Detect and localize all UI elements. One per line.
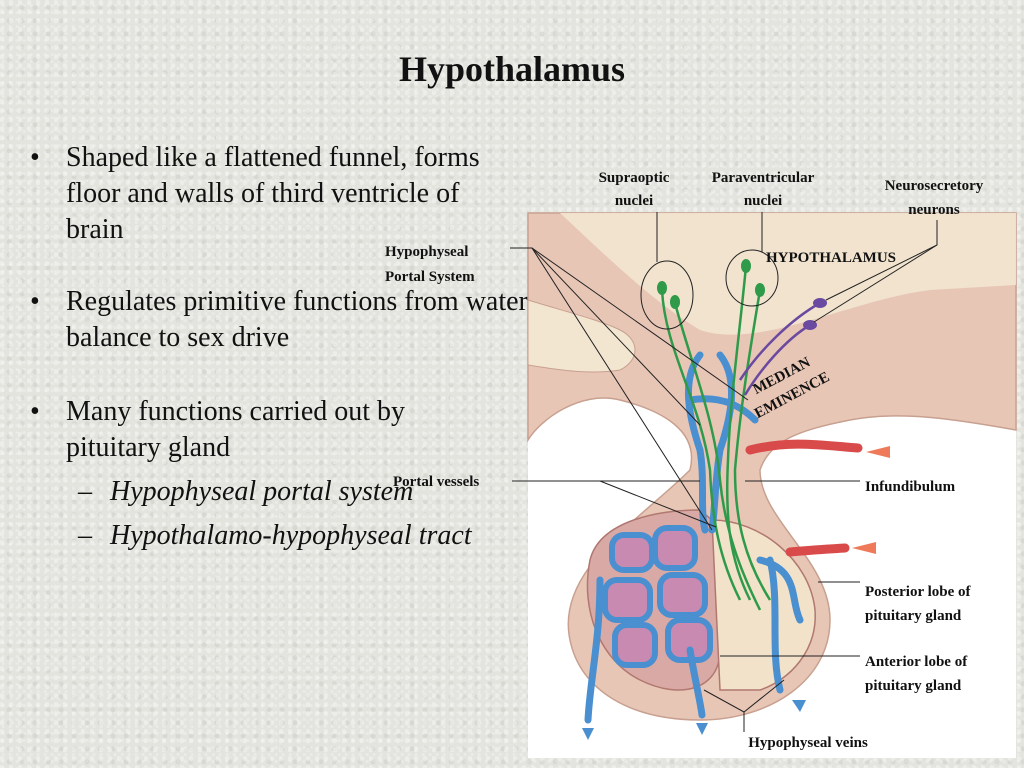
vessel [686,646,706,719]
leader-line [531,247,749,401]
arrow-icon [582,728,594,740]
leader-line [813,244,938,323]
label-portal-vessels: Portal vessels [393,474,479,490]
optic-chiasm [527,299,636,373]
label-anterior-lobe: pituitary gland [865,678,962,694]
label-hypophyseal-veins: Hypophyseal veins [748,735,868,751]
neuron-cell-body [657,281,667,295]
superior-hypophyseal-artery [745,439,863,455]
vessel [584,576,604,724]
bullet-marker: • [30,142,40,173]
neuron-cell-body [670,295,680,309]
axon [660,289,742,601]
subbullet-marker: – [78,520,92,551]
arrow-icon [696,723,708,735]
arrow-icon [852,542,876,554]
bullet-list: • Shaped like a flattened funnel, forms … [22,140,552,554]
vessel [766,556,784,694]
axon [725,265,752,601]
vessel [685,351,709,534]
subbullet-item: – Hypophyseal portal system [22,474,552,510]
anterior-cell-clusters [602,525,713,668]
subbullet-text: Hypothalamo-hypophyseal tract [110,520,472,551]
supraoptic-nuclei-outline [640,260,694,330]
paraventricular-nuclei-outline [725,249,779,307]
arrow-icon [866,446,890,458]
cell-cluster [612,622,658,668]
neuron-cell-body [741,259,751,273]
cell-cluster [652,525,698,571]
bullet-text: Regulates primitive functions from water… [66,286,528,353]
vessel [708,351,735,534]
leader-lines [510,212,938,732]
neuron-cell-body [803,320,817,330]
neuron-cell-bodies [657,259,827,330]
label-hypothalamus: HYPOTHALAMUS [766,250,896,266]
subbullet-item: – Hypothalamo-hypophyseal tract [22,518,552,554]
label-posterior-lobe: Posterior lobe of [865,584,972,600]
leader-line [531,247,701,426]
label-neurosecretory: neurons [908,202,960,218]
slide-title: Hypothalamus [398,49,626,89]
axon [743,323,811,396]
label-supraoptic: nuclei [615,193,653,209]
axon [673,302,762,611]
portal-vessels [584,351,804,724]
subbullet-marker: – [78,476,92,507]
bullet-text: Many functions carried out by pituitary … [66,396,406,463]
bullet-marker: • [30,286,40,317]
label-posterior-lobe: pituitary gland [865,608,962,624]
leader-line [599,480,717,528]
bullet-marker: • [30,396,40,427]
neurosecretory-axons [660,265,821,611]
bullet-item: • Shaped like a flattened funnel, forms … [22,140,506,248]
neuron-cell-body [755,283,765,297]
inferior-hypophyseal-artery [785,543,850,557]
vein-arrows [582,700,806,740]
label-paraventricular: nuclei [744,193,782,209]
axon [733,289,772,601]
label-anterior-lobe: Anterior lobe of [865,654,968,670]
vessel [686,395,759,424]
label-portal-system: Portal System [385,269,475,285]
cell-cluster [609,532,655,573]
bullet-text: Shaped like a flattened funnel, forms fl… [66,142,480,245]
axon [738,301,821,381]
arrows [852,446,890,554]
label-infundibulum: Infundibulum [865,479,956,495]
arteries [745,439,863,557]
label-paraventricular: Paraventricular [712,170,815,186]
label-supraoptic: Supraoptic [599,170,670,186]
subbullet-text: Hypophyseal portal system [110,476,414,507]
arrow-icon [792,700,806,712]
label-portal-system: Hypophyseal [385,244,468,260]
cell-cluster [657,572,708,618]
vessel [756,556,804,624]
bullet-item: • Many functions carried out by pituitar… [22,394,496,466]
neuron-cell-body [813,298,827,308]
bullet-item: • Regulates primitive functions from wat… [22,284,586,356]
cell-cluster [602,577,653,623]
label-neurosecretory: Neurosecretory [885,178,984,194]
